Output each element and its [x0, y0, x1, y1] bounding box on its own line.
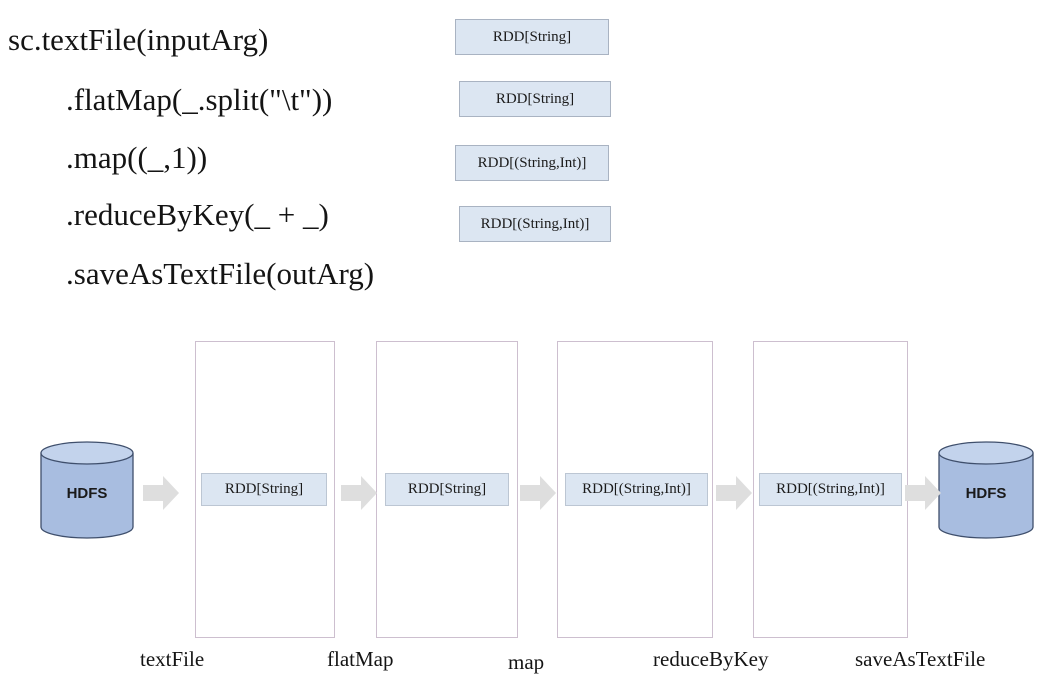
op-label-map: map — [508, 650, 545, 674]
arrow-right-icon — [905, 476, 941, 510]
code-line-saveastextfile: .saveAsTextFile(outArg) — [66, 256, 375, 291]
arrow-right-icon — [143, 476, 179, 510]
database-icon — [40, 441, 134, 539]
stage-rdd-map: RDD[(String,Int)] — [565, 473, 708, 506]
code-type-box-textfile: RDD[String] — [455, 19, 609, 55]
arrow-right-icon — [520, 476, 556, 510]
op-label-flatmap: flatMap — [327, 647, 394, 671]
code-type-box-reducebykey: RDD[(String,Int)] — [459, 206, 611, 242]
stage-rdd-textfile: RDD[String] — [201, 473, 327, 506]
stage-rdd-flatmap: RDD[String] — [385, 473, 509, 506]
database-icon — [938, 441, 1034, 539]
code-type-box-map: RDD[(String,Int)] — [455, 145, 609, 181]
op-label-textfile: textFile — [140, 647, 205, 671]
arrow-right-icon — [716, 476, 752, 510]
code-type-box-flatmap: RDD[String] — [459, 81, 611, 117]
hdfs-sink-cylinder: HDFS — [937, 441, 1035, 541]
hdfs-sink-label: HDFS — [965, 485, 1007, 502]
hdfs-source-cylinder: HDFS — [39, 441, 135, 541]
op-label-reducebykey: reduceByKey — [653, 647, 769, 671]
hdfs-source-label: HDFS — [66, 485, 108, 502]
code-line-reducebykey: .reduceByKey(_ + _) — [66, 197, 329, 232]
code-line-flatmap: .flatMap(_.split("\t")) — [66, 82, 333, 117]
arrow-right-icon — [341, 476, 377, 510]
code-line-textfile: sc.textFile(inputArg) — [8, 22, 269, 57]
op-label-saveastextfile: saveAsTextFile — [855, 647, 986, 671]
stage-rdd-reducebykey: RDD[(String,Int)] — [759, 473, 902, 506]
code-line-map: .map((_,1)) — [66, 140, 208, 175]
